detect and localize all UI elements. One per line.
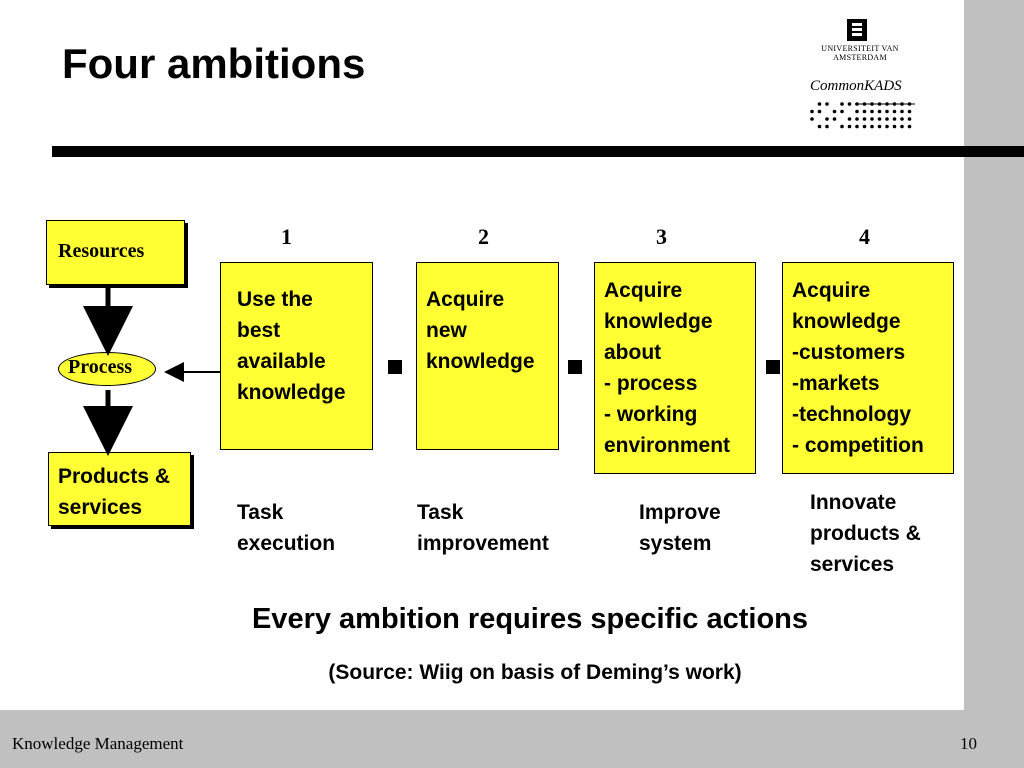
logo-dot — [817, 102, 822, 106]
source-note: (Source: Wiig on basis of Deming’s work) — [328, 661, 742, 684]
slide-title: Four ambitions — [62, 40, 366, 87]
products-box — [48, 452, 191, 526]
logo-dot — [817, 109, 822, 114]
separator-square-1 — [388, 360, 402, 374]
headline: Every ambition requires specific actions — [251, 603, 809, 635]
separator-square-3 — [766, 360, 780, 374]
right-decor-band — [964, 0, 1024, 768]
page-number: 10 — [960, 734, 977, 753]
ambition-text-2: Acquire new knowledge — [426, 288, 535, 373]
separator-square-2 — [568, 360, 582, 374]
ambition-number-4: 4 — [859, 224, 870, 249]
outcome-3: Improve system — [639, 501, 721, 555]
logo-dot — [907, 109, 912, 114]
commonkads-dots-icon — [810, 102, 915, 129]
logo-dot — [855, 109, 859, 114]
logo-dot — [825, 102, 829, 106]
logo-dot — [855, 117, 859, 121]
ambition-box-1 — [220, 262, 373, 450]
logo-dot — [900, 109, 904, 114]
logo-dot — [877, 109, 882, 114]
logo-dot — [900, 124, 904, 129]
logo-dot — [862, 109, 867, 114]
resources-box — [46, 220, 185, 285]
logo-dot — [810, 117, 814, 121]
ambition-number-1: 1 — [281, 224, 292, 249]
university-name: Universiteit van Amsterdam — [821, 44, 899, 62]
logo-dot — [817, 124, 822, 129]
logo-dot — [877, 117, 882, 121]
logo-area: Universiteit van Amsterdam CommonKADS — [800, 18, 920, 138]
outcome-4: Innovate products & services — [810, 491, 921, 576]
logo-dot — [840, 124, 844, 129]
logo-dot — [810, 109, 814, 114]
logo-dot — [840, 102, 844, 106]
process-label: Process — [68, 356, 133, 378]
resources-label: Resources — [58, 240, 145, 262]
ambition-box-2 — [416, 262, 559, 450]
logo-dot — [832, 109, 837, 114]
logo-dot — [847, 102, 852, 106]
ambition-text-1: Use the best available knowledge — [237, 288, 346, 404]
ambition-number-3: 3 — [656, 224, 667, 249]
title-rule — [52, 146, 1024, 157]
logo-dot — [847, 117, 852, 121]
ambition-box-3 — [594, 262, 756, 474]
university-crest-icon — [847, 19, 867, 41]
logo-dot — [825, 117, 829, 121]
logo-dot — [885, 109, 889, 114]
outcome-1: Task execution — [237, 501, 336, 555]
footer-bar — [0, 710, 1024, 768]
process-oval — [58, 352, 156, 386]
products-label: Products & services — [58, 465, 171, 519]
logo-dot — [892, 117, 897, 121]
logo-dot — [892, 124, 897, 129]
logo-dot — [907, 117, 912, 121]
logo-dot — [870, 117, 874, 121]
logo-dot — [900, 117, 904, 121]
logo-dot — [840, 109, 844, 114]
logo-dot — [862, 124, 867, 129]
logo-dot — [907, 124, 912, 129]
logo-dot — [877, 124, 882, 129]
logo-dot — [885, 124, 889, 129]
ambition-box-4 — [782, 262, 954, 474]
logo-dot — [885, 117, 889, 121]
logo-dot — [832, 117, 837, 121]
logo-dot — [847, 124, 852, 129]
ambition-text-3: Acquire knowledge about - process - work… — [604, 279, 731, 457]
logo-dot — [825, 124, 829, 129]
logo-dot — [870, 109, 874, 114]
ambition-text-4: Acquire knowledge -customers -markets -t… — [792, 279, 924, 457]
logo-dot — [892, 109, 897, 114]
outcome-2: Task improvement — [417, 501, 549, 555]
commonkads-name: CommonKADS — [810, 78, 902, 94]
logo-dot — [870, 124, 874, 129]
logo-dot — [862, 117, 867, 121]
footer-title: Knowledge Management — [12, 734, 184, 753]
ambition-number-2: 2 — [478, 224, 489, 249]
logo-dot — [855, 124, 859, 129]
